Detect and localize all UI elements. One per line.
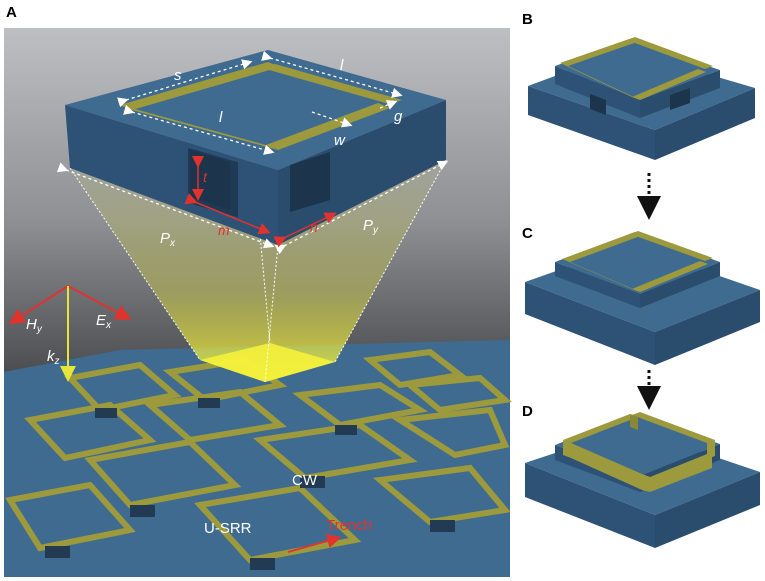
projection-lines bbox=[69, 159, 447, 383]
u-srr-label: U-SRR bbox=[204, 520, 252, 537]
panel-d-letter: D bbox=[522, 403, 533, 420]
dim-g-label: g bbox=[394, 108, 403, 125]
panel-a-letter: A bbox=[6, 4, 17, 21]
dim-px-label: Px bbox=[160, 230, 176, 249]
dim-s-arrow bbox=[117, 59, 253, 108]
kz-label: kz bbox=[47, 348, 60, 367]
panel-c-structure bbox=[525, 231, 760, 365]
trench-label: Trench bbox=[326, 517, 372, 534]
ex-arrow bbox=[67, 285, 132, 320]
dim-l-front-arrow bbox=[123, 104, 275, 155]
dim-w-label: w bbox=[334, 132, 346, 149]
panel-a: s l l g w t m n Px Py Hy Ex kz CW U-SRR … bbox=[4, 4, 512, 577]
dim-py-label: Py bbox=[363, 217, 379, 236]
dim-n-arrow bbox=[273, 212, 337, 248]
cw-label: CW bbox=[292, 472, 318, 489]
dim-w-arrow bbox=[311, 111, 353, 128]
panel-c: C bbox=[522, 225, 760, 365]
hy-arrow bbox=[8, 285, 69, 325]
dim-s-label: s bbox=[174, 67, 182, 84]
panel-d: D bbox=[522, 403, 760, 548]
panel-c-letter: C bbox=[522, 225, 533, 242]
hy-label: Hy bbox=[26, 316, 43, 335]
panel-b-letter: B bbox=[522, 11, 533, 28]
dim-l-top-arrow bbox=[261, 50, 403, 98]
ex-label: Ex bbox=[96, 312, 112, 331]
field-axes: Hy Ex kz bbox=[8, 285, 132, 382]
dim-n-label: n bbox=[310, 219, 318, 235]
dim-l-top-label: l bbox=[340, 57, 344, 74]
panel-b-structure bbox=[528, 37, 755, 160]
dim-t-label: t bbox=[203, 169, 208, 185]
dim-l-front-label: l bbox=[219, 109, 223, 126]
dim-g-arrow bbox=[379, 100, 398, 110]
unit-cell-array bbox=[4, 340, 512, 577]
trench-arrow bbox=[287, 533, 342, 553]
dim-m-label: m bbox=[218, 222, 230, 238]
panel-b: B bbox=[522, 11, 755, 160]
dim-m-arrow bbox=[184, 193, 271, 235]
panel-d-structure bbox=[525, 412, 760, 548]
